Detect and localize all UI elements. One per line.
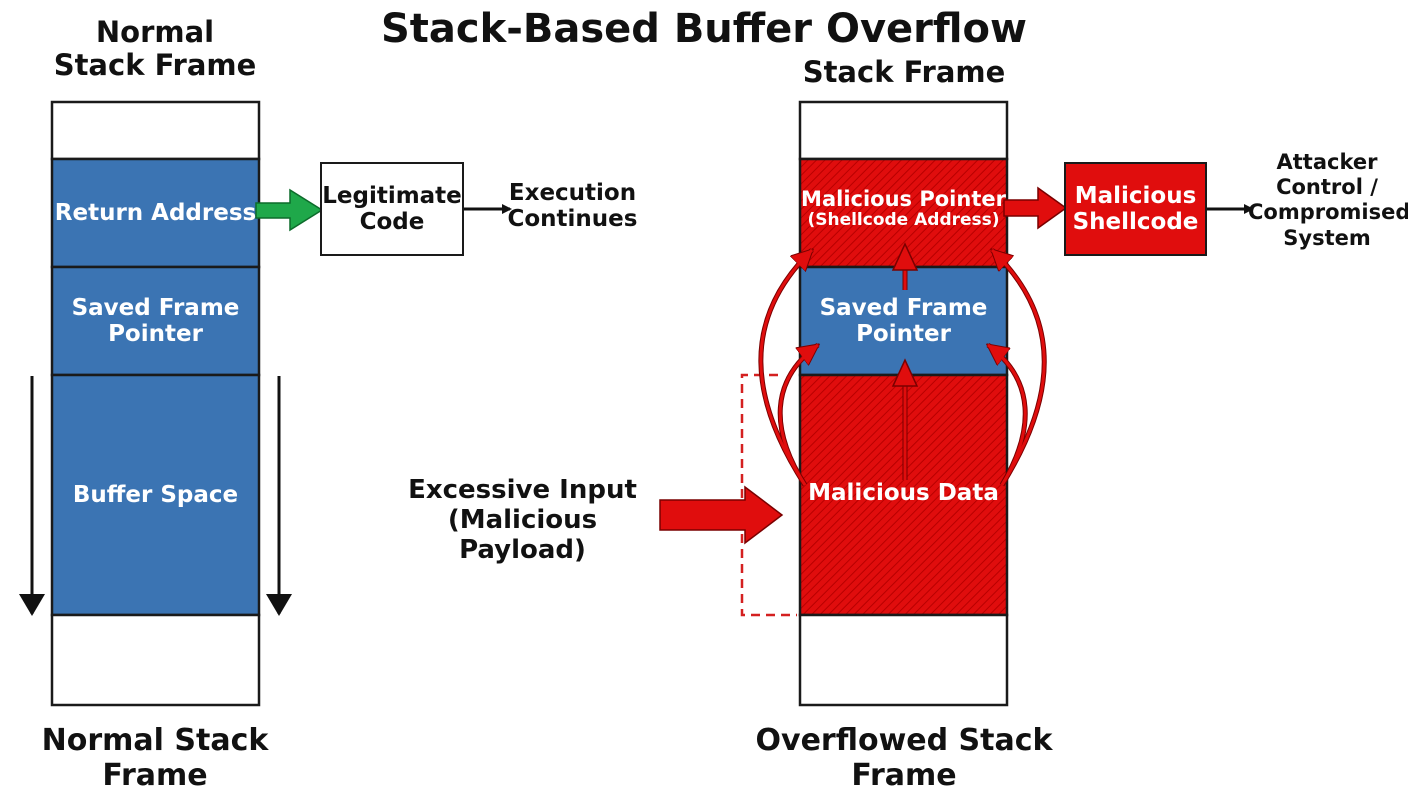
normal-frame-header-line1: Normal — [95, 15, 215, 49]
execution-line2: Continues — [507, 206, 638, 233]
excessive-input-line2: (Malicious Payload) — [447, 504, 598, 565]
malicious-shellcode-line1: Malicious — [1074, 182, 1197, 209]
attacker-line2: Control / — [1276, 175, 1378, 200]
diagram-title: Stack-Based Buffer Overflow — [381, 6, 1027, 52]
legitimate-code-line1: Legitimate — [322, 182, 462, 209]
buffer-space-text: Buffer Space — [72, 481, 239, 508]
malicious-shellcode-label: Malicious Shellcode — [1065, 163, 1206, 255]
shellcode-address-text: (Shellcode Address) — [807, 210, 1000, 231]
attacker-control-label: Attacker Control / Compromised System — [1248, 150, 1408, 251]
malicious-data-label: Malicious Data — [808, 480, 999, 506]
malicious-shellcode-box — [1064, 162, 1207, 256]
bottom-empty-slot-right — [798, 613, 1009, 707]
normal-frame-header: Normal Stack Frame — [40, 15, 270, 83]
malicious-shellcode-line2: Shellcode — [1072, 209, 1199, 235]
attacker-line4: System — [1283, 225, 1371, 250]
attacker-line1: Attacker — [1276, 150, 1378, 174]
malicious-pointer-text: Malicious Pointer — [801, 187, 1006, 212]
saved-frame-pointer-label-right: Saved Frame Pointer — [800, 267, 1007, 375]
excessive-input-label: Excessive Input (Malicious Payload) — [385, 475, 660, 566]
saved-frame-pointer-right-line1: Saved Frame — [819, 294, 988, 321]
buffer-space-label: Buffer Space — [52, 375, 259, 615]
return-address-block — [50, 157, 261, 269]
return-address-text: Return Address — [54, 199, 257, 226]
normal-stack-frame — [50, 100, 261, 707]
excessive-input-line1: Excessive Input — [408, 475, 637, 505]
overflowed-frame-caption: Overflowed Stack Frame — [755, 723, 1053, 793]
top-empty-slot-right — [798, 100, 1009, 161]
malicious-pointer-label: Malicious Pointer (Shellcode Address) — [800, 180, 1007, 238]
legitimate-code-line2: Code — [359, 209, 425, 235]
saved-frame-pointer-line1: Saved Frame — [71, 294, 240, 321]
center-arrowhead-upper — [891, 242, 919, 271]
normal-frame-header-line2: Stack Frame — [53, 48, 257, 83]
legitimate-code-label: Legitimate Code — [321, 163, 463, 255]
bottom-empty-slot — [50, 613, 261, 707]
attacker-line3: Compromised — [1248, 200, 1408, 225]
legitimate-code-box — [320, 162, 464, 256]
top-empty-slot — [50, 100, 261, 161]
buffer-space-block — [50, 373, 261, 617]
diagram-canvas — [19, 100, 1254, 707]
execution-line1: Execution — [508, 180, 637, 206]
green-arrow-icon — [255, 188, 324, 232]
saved-frame-pointer-right-line2: Pointer — [856, 321, 951, 347]
center-arrowhead-lower — [891, 358, 919, 387]
input-arrow-icon — [659, 485, 784, 545]
overflowed-frame-header: Stack Frame — [802, 55, 1006, 89]
execution-continues-label: Execution Continues — [505, 180, 640, 233]
pointer-arrow-icon — [1003, 186, 1068, 230]
saved-frame-pointer-label: Saved Frame Pointer — [52, 267, 259, 375]
normal-frame-caption: Normal Stack Frame — [41, 723, 269, 793]
saved-frame-pointer-block — [50, 265, 261, 377]
saved-frame-pointer-line2: Pointer — [108, 321, 203, 347]
return-address-label: Return Address — [52, 159, 259, 267]
